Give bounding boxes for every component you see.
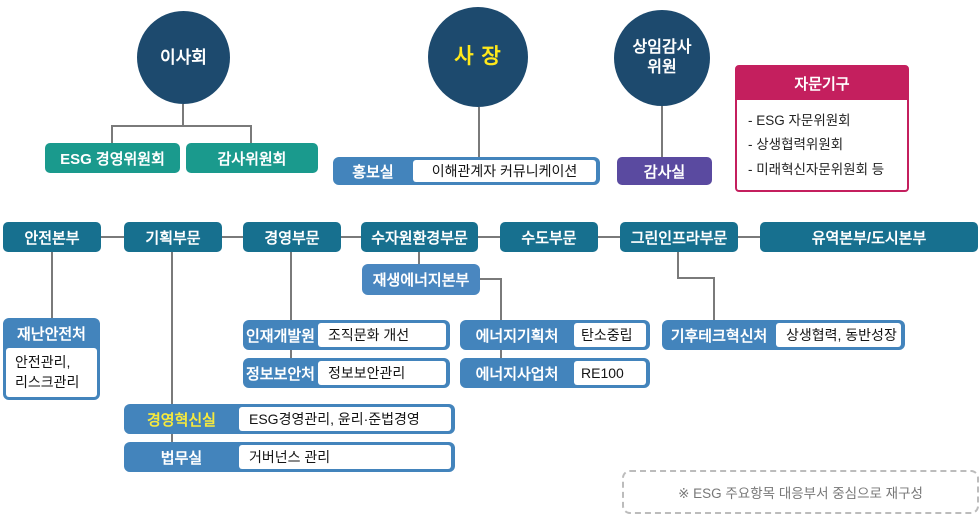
energy-planning-note: 탄소중립 (574, 323, 646, 347)
connector-line (478, 236, 500, 238)
division-planning: 기획부문 (124, 222, 222, 252)
audit-committee-label: 감사위원회 (217, 150, 287, 168)
info-security-row: 정보보안처 정보보안관리 (243, 358, 450, 388)
board-circle: 이사회 (137, 11, 230, 104)
connector-line (290, 252, 292, 320)
standing-auditor-circle: 상임감사 위원 (614, 10, 710, 106)
connector-line (171, 252, 173, 404)
connector-line (222, 236, 243, 238)
connector-line (478, 107, 480, 157)
disaster-safety-desc-line2: 리스크관리 (15, 374, 80, 391)
energy-planning-label: 에너지기획처 (475, 327, 559, 345)
connector-line (101, 236, 124, 238)
division-management: 경영부문 (243, 222, 341, 252)
connector-line (500, 350, 502, 358)
energy-planning-row: 에너지기획처 탄소중립 (460, 320, 650, 350)
connector-line (341, 236, 361, 238)
renewable-energy-hq-box: 재생에너지본부 (362, 264, 480, 295)
advisory-list: - ESG 자문위원회 - 상생협력위원회 - 미래혁신자문위원회 등 (737, 100, 907, 182)
advisory-title: 자문기구 (737, 67, 907, 100)
management-innovation-row: 경영혁신실 ESG경영관리, 윤리·준법경영 (124, 404, 455, 434)
advisory-item: - ESG 자문위원회 (748, 113, 851, 128)
disaster-safety-unit: 재난안전처 안전관리, 리스크관리 (3, 318, 100, 400)
connector-line (182, 104, 184, 126)
division-label: 경영부문 (264, 229, 320, 247)
pr-office-note: 이해관계자 커뮤니케이션 (413, 160, 596, 182)
connector-line (661, 106, 663, 157)
audit-committee-box: 감사위원회 (186, 143, 318, 173)
info-security-label: 정보보안처 (245, 365, 315, 383)
audit-office-label: 감사실 (643, 163, 686, 181)
pr-office-label: 홍보실 (352, 163, 394, 181)
connector-line (51, 252, 53, 318)
esg-management-committee-box: ESG 경영위원회 (45, 143, 180, 173)
hrd-institute-note: 조직문화 개선 (318, 323, 446, 347)
management-innovation-note: ESG경영관리, 윤리·준법경영 (239, 407, 451, 431)
connector-line (500, 278, 502, 320)
renewable-energy-hq-label: 재생에너지본부 (372, 272, 470, 289)
esg-management-committee-label: ESG 경영위원회 (60, 150, 165, 168)
connector-line (677, 252, 679, 279)
disaster-safety-desc-line1: 안전관리, (15, 354, 71, 370)
energy-business-row: 에너지사업처 RE100 (460, 358, 650, 388)
management-innovation-label: 경영혁신실 (146, 411, 216, 429)
division-waterworks: 수도부문 (500, 222, 598, 252)
footnote-box: ※ ESG 주요항목 대응부서 중심으로 재구성 (622, 470, 979, 514)
division-label: 기획부문 (145, 229, 201, 247)
hrd-institute-label: 인재개발원 (245, 327, 315, 345)
audit-office-box: 감사실 (617, 157, 712, 185)
energy-business-label: 에너지사업처 (475, 365, 559, 383)
division-label: 유역본부/도시본부 (811, 229, 927, 247)
advisory-bodies-box: 자문기구 - ESG 자문위원회 - 상생협력위원회 - 미래혁신자문위원회 등 (735, 65, 909, 192)
climate-tech-innovation-label: 기후테크혁신처 (670, 327, 768, 345)
advisory-item: - 상생협력위원회 (748, 137, 844, 153)
connector-line (677, 277, 715, 279)
hrd-institute-row: 인재개발원 조직문화 개선 (243, 320, 450, 350)
connector-line (713, 277, 715, 320)
board-label: 이사회 (160, 47, 207, 67)
standing-auditor-label-line2: 위원 (647, 59, 677, 76)
president-label: 사 장 (454, 44, 502, 68)
division-safety-hq: 안전본부 (3, 222, 101, 252)
legal-affairs-note: 거버넌스 관리 (239, 445, 451, 469)
climate-tech-innovation-row: 기후테크혁신처 상생협력, 동반성장 (662, 320, 905, 350)
division-label: 그린인프라부문 (630, 229, 728, 247)
division-water-environment: 수자원환경부문 (361, 222, 478, 252)
connector-line (480, 278, 502, 280)
legal-affairs-row: 법무실 거버넌스 관리 (124, 442, 455, 472)
advisory-item: - 미래혁신자문위원회 등 (748, 161, 885, 177)
connector-line (290, 350, 292, 358)
connector-line (250, 125, 252, 143)
division-green-infra: 그린인프라부문 (620, 222, 738, 252)
climate-tech-innovation-note: 상생협력, 동반성장 (776, 323, 901, 347)
president-circle: 사 장 (428, 7, 528, 107)
connector-line (598, 236, 620, 238)
info-security-note: 정보보안관리 (318, 361, 446, 385)
connector-line (738, 236, 760, 238)
standing-auditor-label-line1: 상임감사 (632, 39, 692, 56)
division-basin-city-hq: 유역본부/도시본부 (760, 222, 978, 252)
disaster-safety-label: 재난안전처 (16, 325, 86, 343)
footnote-text: ※ ESG 주요항목 대응부서 중심으로 재구성 (678, 486, 923, 501)
pr-office-row: 홍보실 이해관계자 커뮤니케이션 (333, 157, 600, 185)
connector-line (111, 125, 113, 143)
connector-line (111, 125, 252, 127)
division-label: 수도부문 (521, 229, 577, 247)
division-label: 안전본부 (24, 229, 80, 247)
connector-line (171, 434, 173, 443)
disaster-safety-desc: 안전관리, 리스크관리 (6, 348, 97, 397)
legal-affairs-label: 법무실 (160, 449, 203, 467)
energy-business-note: RE100 (574, 361, 646, 385)
connector-line (418, 252, 420, 264)
division-label: 수자원환경부문 (371, 229, 468, 247)
